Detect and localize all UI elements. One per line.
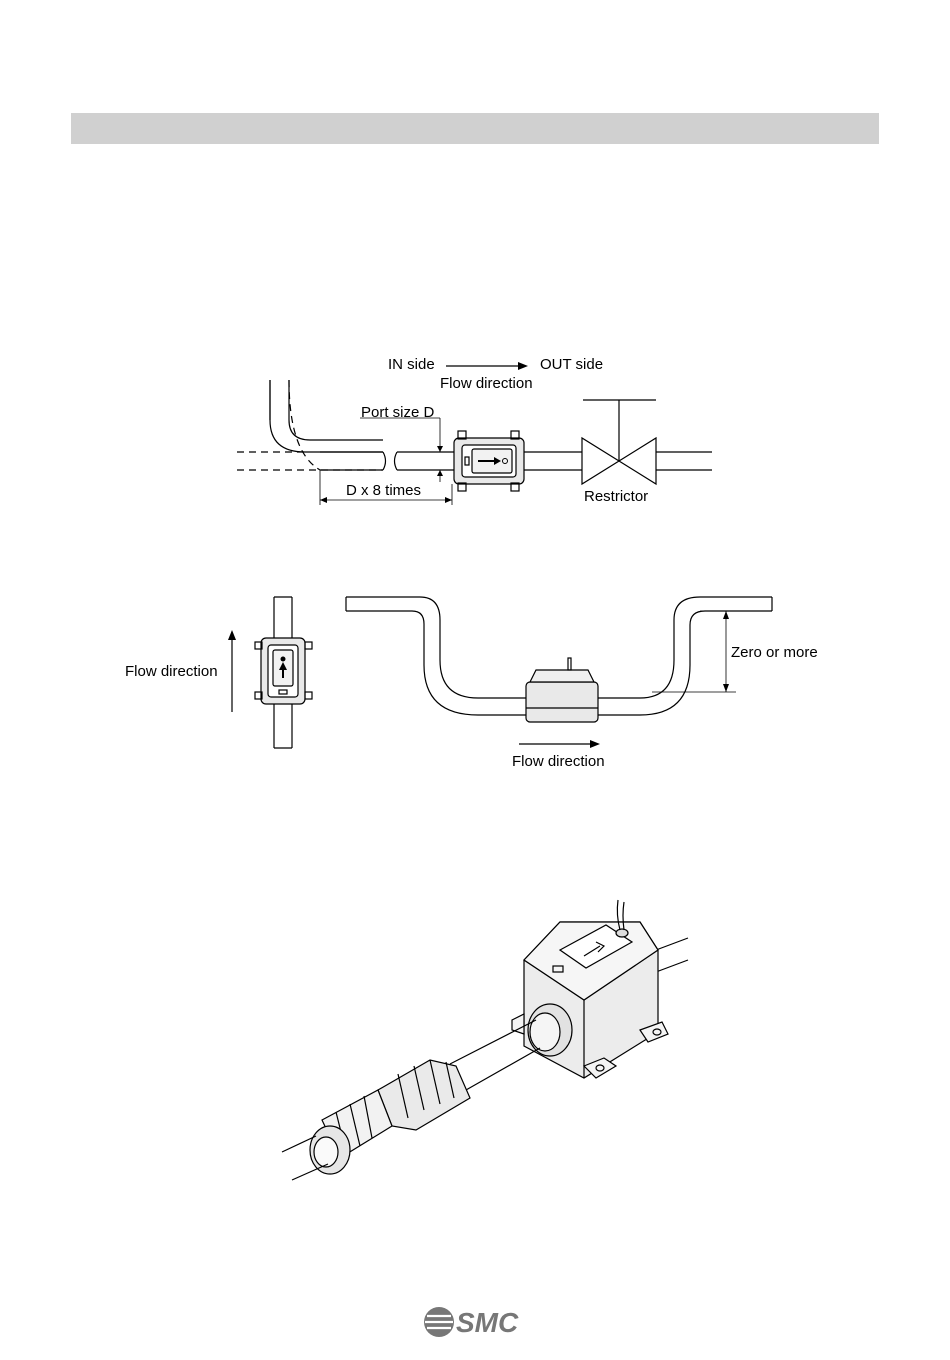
logo-text: SMC: [456, 1307, 519, 1338]
smc-logo: SMC: [423, 1304, 529, 1340]
